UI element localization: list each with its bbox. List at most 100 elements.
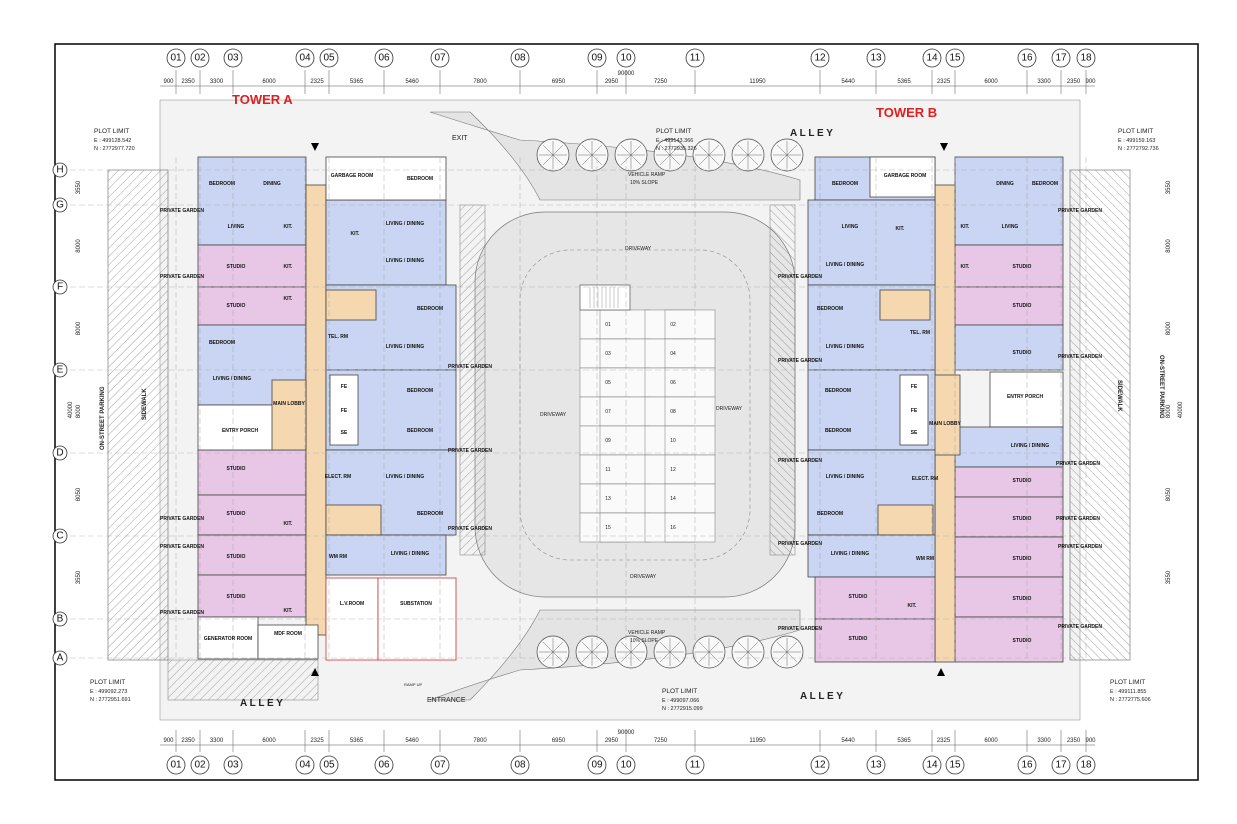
room-label: STUDIO — [1013, 638, 1032, 644]
room-label: STUDIO — [227, 554, 246, 560]
grid-bubble — [810, 48, 830, 68]
tower-b-lifts — [899, 374, 929, 446]
dimension-label: 2325 — [937, 738, 951, 744]
grid-bubble — [1017, 48, 1037, 68]
plot-limit-n: N : 2772951.691 — [90, 697, 131, 703]
room-label: KIT. — [284, 521, 294, 527]
grid-column-label: 02 — [194, 53, 206, 64]
entry-arrow-icon — [311, 143, 319, 151]
room-label: BEDROOM — [417, 511, 443, 517]
room-label: PRIVATE GARDEN — [1058, 544, 1102, 550]
dimension-label: 8000 — [76, 321, 82, 335]
parking-number: 16 — [670, 525, 676, 531]
dimension-label: 900 — [1085, 738, 1096, 744]
grid-bubble — [295, 48, 315, 68]
tower-b-studio-5 — [954, 536, 1064, 578]
parking-number: 10 — [670, 438, 676, 444]
grid-row-label: H — [56, 165, 63, 176]
room-label: KIT. — [961, 264, 971, 270]
tower-a-stair-2 — [325, 504, 382, 536]
room-label: LIVING / DINING — [213, 376, 251, 382]
room-label: STUDIO — [227, 264, 246, 270]
central-stair — [579, 284, 631, 311]
room-label: FE — [911, 384, 918, 390]
plot-limit-n: N : 2772775.606 — [1110, 697, 1151, 703]
dimension-label: 2325 — [937, 79, 951, 85]
room-label: PRIVATE GARDEN — [778, 274, 822, 280]
parking-bay — [664, 396, 716, 427]
tower-b-stair-1 — [879, 289, 931, 321]
entry-arrow-icon — [311, 668, 319, 676]
room-label: PRIVATE GARDEN — [448, 526, 492, 532]
plot-limit-bottom-center: PLOT LIMIT E : 499097.066 N : 2772915.09… — [662, 688, 703, 712]
grid-column-label: 09 — [591, 53, 603, 64]
room-label: TEL. RM — [328, 334, 348, 340]
tower-b-studio-3 — [954, 466, 1064, 498]
room-label: GARBAGE ROOM — [331, 173, 374, 179]
parking-bay — [599, 512, 651, 543]
overall-dimension: 40000 — [1178, 401, 1184, 418]
grid-bubble — [1017, 755, 1037, 775]
grid-column-label: 16 — [1021, 53, 1033, 64]
grid-bubble — [587, 755, 607, 775]
tower-a-studio-2 — [197, 286, 307, 326]
tower-b-studio-2 — [954, 286, 1064, 326]
grid-column-label: 04 — [299, 53, 311, 64]
room-label: MAIN LOBBY — [929, 421, 961, 427]
tower-b-unit-8 — [807, 534, 936, 578]
tower-a-studio-6 — [197, 574, 307, 618]
room-label: FE — [341, 384, 348, 390]
room-label: BEDROOM — [825, 388, 851, 394]
room-label: KIT. — [908, 603, 918, 609]
dimension-label: 3550 — [1166, 570, 1172, 584]
plot-limit-n: N : 2772915.099 — [662, 706, 703, 712]
on-street-parking-right: ON-STREET PARKING — [1158, 355, 1164, 419]
dimension-label: 2350 — [181, 79, 195, 85]
room-label: PRIVATE GARDEN — [160, 516, 204, 522]
tower-b-stair-2 — [877, 504, 934, 536]
driveway-top-label: DRIVEWAY — [625, 246, 652, 252]
room-label: MAIN LOBBY — [273, 401, 305, 407]
dimension-label: 3550 — [76, 570, 82, 584]
parking-number: 15 — [605, 525, 611, 531]
parking-bay — [664, 483, 716, 514]
room-label: MDF ROOM — [274, 631, 302, 637]
grid-bubble — [166, 48, 186, 68]
grid-bubble — [52, 611, 68, 627]
grid-column-label: 05 — [323, 760, 335, 771]
tower-a-unit-1 — [197, 156, 307, 246]
grid-bubble — [52, 162, 68, 178]
dimension-label: 8000 — [76, 239, 82, 253]
dimension-label: 5365 — [897, 738, 911, 744]
room-label: BEDROOM — [825, 428, 851, 434]
grid-bubble — [374, 48, 394, 68]
parking-number: 05 — [605, 380, 611, 386]
grid-column-label: 11 — [690, 760, 701, 771]
parking-bay — [599, 425, 651, 456]
grid-column-label: 18 — [1080, 760, 1092, 771]
tower-a — [197, 156, 457, 661]
tower-b-unit-2 — [954, 324, 1064, 371]
grid-column-label: 14 — [926, 760, 938, 771]
room-label: LIVING / DINING — [386, 344, 424, 350]
tower-a-garbage — [325, 156, 447, 201]
dimension-label: 5460 — [405, 738, 419, 744]
grid-bubble — [52, 650, 68, 666]
plot-limit-label: PLOT LIMIT — [662, 688, 697, 695]
grid-column-label: 15 — [949, 760, 961, 771]
plot-limit-e: E : 499128.542 — [94, 138, 131, 144]
dimension-label: 5365 — [350, 79, 364, 85]
entry-arrow-icon — [937, 668, 945, 676]
plot-limit-top-right: PLOT LIMIT E : 499159.163 N : 2772792.73… — [1118, 128, 1159, 152]
grid-column-label: 12 — [814, 53, 826, 64]
dimension-label: 3300 — [1037, 79, 1051, 85]
dimension-label: 5365 — [350, 738, 364, 744]
room-label: L.V.ROOM — [340, 601, 364, 607]
dimension-label: 8000 — [1166, 404, 1172, 418]
parking-bay — [664, 425, 716, 456]
parking-number: 04 — [670, 351, 676, 357]
alley-label-bottom-right: A L L E Y — [800, 691, 843, 702]
grid-bubble — [1051, 755, 1071, 775]
ramp-up-label: RAMP UP — [404, 682, 422, 687]
